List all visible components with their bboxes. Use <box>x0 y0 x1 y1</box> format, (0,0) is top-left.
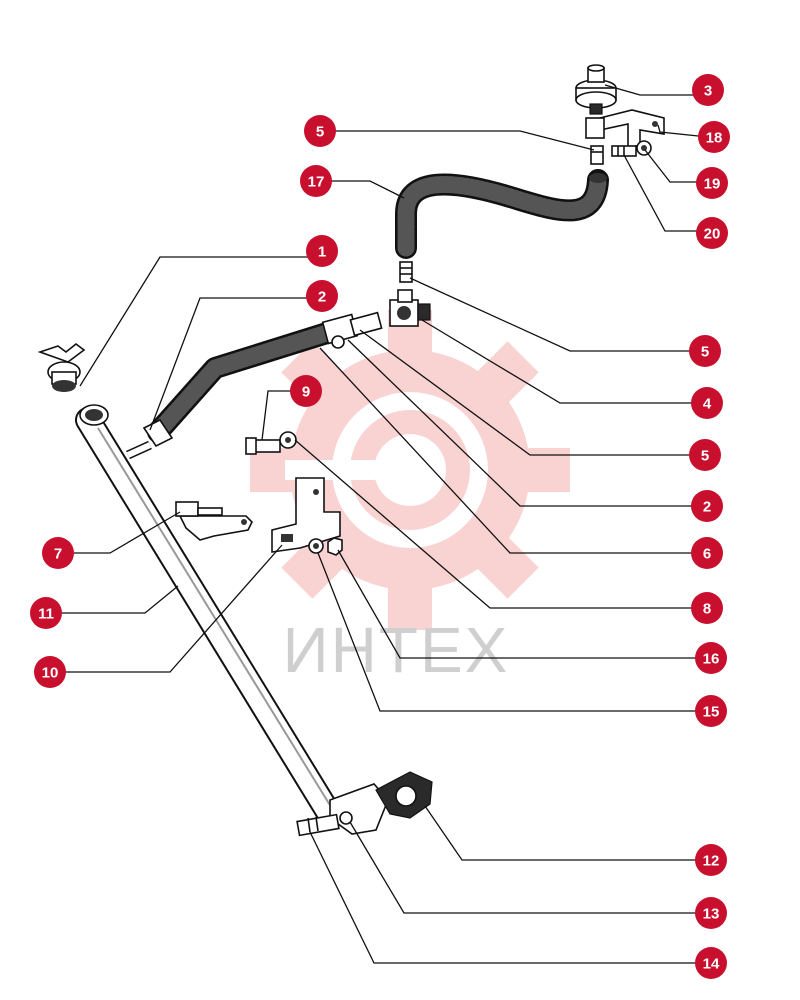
callout-1: 1 <box>306 235 338 267</box>
callout-8: 8 <box>691 592 723 624</box>
callout-number: 10 <box>42 665 59 682</box>
part-reservoir <box>575 64 617 115</box>
leader-lines <box>46 84 709 964</box>
part-filler-cap <box>37 342 86 392</box>
callout-circle <box>698 121 730 153</box>
callout-circle <box>691 490 723 522</box>
callout-number: 2 <box>703 499 711 516</box>
callout-number: 5 <box>701 448 709 465</box>
part-tube <box>75 404 343 828</box>
callout-9: 9 <box>290 375 322 407</box>
callout-circle <box>300 165 332 197</box>
callout-circle <box>290 375 322 407</box>
part-lower-clamp <box>296 771 433 837</box>
callout-12: 12 <box>695 844 727 876</box>
callout-number: 8 <box>703 601 711 618</box>
callout-circle <box>695 695 727 727</box>
watermark-gear-logo <box>250 310 570 630</box>
callout-18: 18 <box>698 121 730 153</box>
callout-14: 14 <box>695 947 727 979</box>
callout-number: 14 <box>703 956 720 973</box>
part-hose-left <box>142 321 341 448</box>
callout-number: 5 <box>316 124 324 141</box>
callout-5: 5 <box>304 115 336 147</box>
callout-20: 20 <box>696 217 728 249</box>
callout-5: 5 <box>689 439 721 471</box>
callout-2: 2 <box>306 280 338 312</box>
callout-13: 13 <box>695 897 727 929</box>
callout-circle <box>306 235 338 267</box>
callout-4: 4 <box>691 387 723 419</box>
callout-circle <box>692 74 724 106</box>
callout-7: 7 <box>42 537 74 569</box>
callout-circle <box>695 642 727 674</box>
part-bracket <box>585 109 665 150</box>
callout-number: 2 <box>318 289 326 306</box>
callout-17: 17 <box>300 165 332 197</box>
callout-circle <box>30 597 62 629</box>
callout-number: 5 <box>701 344 709 361</box>
callout-number: 9 <box>302 384 310 401</box>
callout-circle <box>689 335 721 367</box>
callout-number: 3 <box>704 83 712 100</box>
callout-number: 18 <box>706 130 723 147</box>
callout-circle <box>304 115 336 147</box>
callout-circle <box>695 844 727 876</box>
callout-number: 13 <box>703 906 720 923</box>
callout-16: 16 <box>695 642 727 674</box>
callout-number: 15 <box>703 704 720 721</box>
callout-11: 11 <box>30 597 62 629</box>
callout-circle <box>695 897 727 929</box>
part-bolt <box>245 431 297 455</box>
callout-number: 6 <box>703 546 711 563</box>
callout-circle <box>696 167 728 199</box>
callout-number: 20 <box>704 226 721 243</box>
callout-2: 2 <box>691 490 723 522</box>
callout-circle <box>691 592 723 624</box>
part-clamp-bracket <box>175 501 253 541</box>
callout-number: 11 <box>38 606 54 623</box>
callout-3: 3 <box>692 74 724 106</box>
callout-number: 7 <box>54 546 62 563</box>
callout-number: 17 <box>308 174 325 191</box>
part-nipple-top <box>590 145 604 165</box>
callout-15: 15 <box>695 695 727 727</box>
part-nipple-middle <box>399 261 413 283</box>
callout-circle <box>42 537 74 569</box>
callout-circle <box>306 280 338 312</box>
callout-6: 6 <box>691 537 723 569</box>
part-tee-piece <box>389 289 431 327</box>
callout-circle <box>34 656 66 688</box>
part-bolt-small <box>611 140 652 157</box>
callout-circle <box>691 537 723 569</box>
part-hose-curved <box>395 169 609 259</box>
callout-circle <box>695 947 727 979</box>
callout-circle <box>689 439 721 471</box>
callout-number: 1 <box>318 244 326 261</box>
callout-19: 19 <box>696 167 728 199</box>
callout-number: 4 <box>703 396 712 413</box>
callout-number: 19 <box>704 176 721 193</box>
callout-10: 10 <box>34 656 66 688</box>
callout-circle <box>691 387 723 419</box>
callout-number: 12 <box>703 853 720 870</box>
callout-5: 5 <box>689 335 721 367</box>
callout-number: 16 <box>703 651 720 668</box>
part-hose-connector <box>321 311 383 349</box>
callout-circle <box>696 217 728 249</box>
